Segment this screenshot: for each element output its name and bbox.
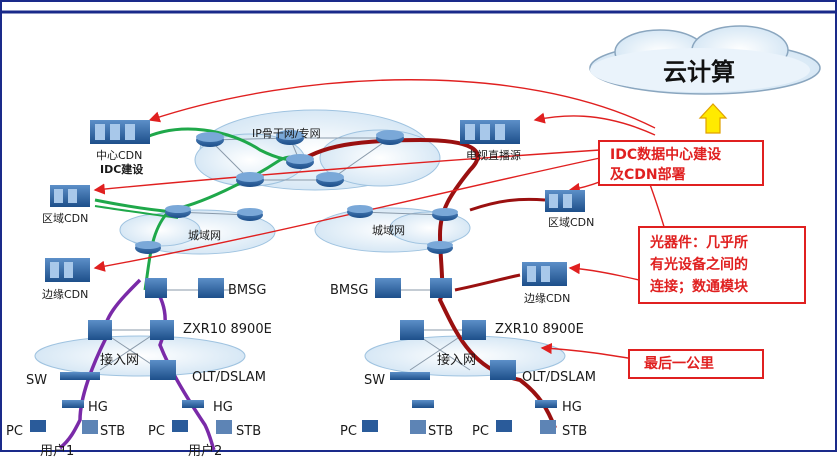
pc-left1-label: PC bbox=[6, 424, 23, 439]
server-icon-bmsg-right bbox=[375, 278, 452, 298]
pc-left2-label: PC bbox=[148, 424, 165, 439]
pc-right2-label: PC bbox=[472, 424, 489, 439]
olt-left-label: OLT/DSLAM bbox=[192, 370, 266, 385]
metro-left-label: 城域网 bbox=[188, 229, 221, 242]
callout-idc-line1: IDC数据中心建设 bbox=[610, 147, 722, 163]
region-cdn-left-label: 区域CDN bbox=[42, 212, 89, 225]
backbone-label: IP骨干网/专网 bbox=[252, 127, 321, 140]
region-cdn-right-label: 区域CDN bbox=[548, 216, 595, 229]
zxr-right-label: ZXR10 8900E bbox=[495, 322, 584, 337]
callout-lastmile: 最后一公里 bbox=[628, 349, 764, 379]
switch-icon-zxr-right bbox=[400, 320, 486, 340]
hg-icon-right bbox=[412, 400, 557, 408]
router-icon bbox=[286, 154, 314, 169]
router-icon bbox=[165, 205, 191, 218]
bmsg-left-label: BMSG bbox=[228, 283, 267, 298]
stb-icons bbox=[82, 420, 556, 434]
hg-right-label: HG bbox=[562, 400, 582, 415]
darkred-branch bbox=[469, 197, 546, 212]
router-icon bbox=[376, 130, 404, 145]
access-right-label: 接入网 bbox=[437, 353, 477, 368]
green-path-2 bbox=[94, 198, 176, 214]
switch-icon-zxr-left bbox=[88, 320, 174, 340]
server-icon-center-cdn bbox=[90, 120, 150, 144]
stb-left2-label: STB bbox=[236, 424, 262, 439]
callout-idc-line2: 及CDN部署 bbox=[610, 167, 686, 183]
server-icons bbox=[30, 120, 585, 434]
edge-cdn-right-label: 边缘CDN bbox=[524, 292, 571, 305]
router-icon bbox=[237, 208, 263, 221]
stb-left1-label: STB bbox=[100, 424, 126, 439]
up-arrow-icon bbox=[698, 103, 728, 134]
hg-left2-label: HG bbox=[213, 400, 233, 415]
green-path-3 bbox=[94, 205, 179, 219]
router-icon bbox=[432, 208, 458, 221]
router-icon bbox=[347, 205, 373, 218]
callout-idc: IDC数据中心建设 及CDN部署 bbox=[598, 140, 764, 186]
stb-right2-label: STB bbox=[562, 424, 588, 439]
server-icon-tv bbox=[460, 120, 520, 144]
hg-icon-left2 bbox=[182, 400, 204, 408]
edge-cdn-left-label: 边缘CDN bbox=[42, 288, 89, 301]
sw-icon-left bbox=[60, 372, 100, 380]
cloud-computing-cloud bbox=[589, 25, 821, 95]
olt-icon-left bbox=[150, 360, 176, 380]
backbone-cloud bbox=[194, 109, 441, 191]
cloud-computing-label: 云计算 bbox=[663, 58, 735, 86]
router-icon bbox=[196, 132, 224, 147]
sw-icon-right bbox=[390, 372, 430, 380]
purple-path-2 bbox=[148, 278, 216, 451]
green-path bbox=[139, 127, 295, 291]
olt-right-label: OLT/DSLAM bbox=[522, 370, 596, 385]
access-left-label: 接入网 bbox=[100, 353, 140, 368]
user2-label: 用户2 bbox=[188, 444, 223, 459]
bmsg-right-label: BMSG bbox=[330, 283, 369, 298]
center-cdn-label: 中心CDN bbox=[96, 149, 143, 162]
callout-optical: 光器件：几乎所 有光设备之间的 连接；数通模块 bbox=[638, 226, 806, 304]
user1-label: 用户1 bbox=[40, 444, 75, 459]
sw-left-label: SW bbox=[26, 373, 48, 388]
server-icon-bmsg-left bbox=[145, 278, 224, 298]
hg-icon-left1 bbox=[62, 400, 84, 408]
zxr-left-label: ZXR10 8900E bbox=[183, 322, 272, 337]
router-icon bbox=[276, 130, 304, 145]
server-icon-region-right bbox=[545, 190, 585, 212]
access-cloud-left bbox=[34, 335, 246, 377]
router-icon bbox=[135, 241, 161, 254]
server-icon-edge-left bbox=[45, 258, 90, 282]
stb-right1-label: STB bbox=[428, 424, 454, 439]
callout-optical-line3: 连接；数通模块 bbox=[650, 279, 748, 295]
pc-icons bbox=[30, 420, 512, 432]
idc-build-label: IDC建设 bbox=[100, 163, 144, 176]
router-icon bbox=[427, 241, 453, 254]
server-icon-region-left bbox=[50, 185, 90, 207]
router-icon bbox=[316, 172, 344, 187]
darkred-branch-2 bbox=[454, 273, 521, 292]
pc-right1-label: PC bbox=[340, 424, 357, 439]
callout-optical-line1: 光器件：几乎所 bbox=[650, 235, 748, 251]
callout-optical-line2: 有光设备之间的 bbox=[650, 257, 748, 273]
metro-right-label: 城域网 bbox=[372, 224, 405, 237]
tv-head-label: 电视直播源 bbox=[466, 149, 521, 162]
hg-left1-label: HG bbox=[88, 400, 108, 415]
sw-right-label: SW bbox=[364, 373, 386, 388]
server-icon-edge-right bbox=[522, 262, 567, 286]
olt-icon-right bbox=[490, 360, 516, 380]
router-icons bbox=[135, 130, 458, 254]
router-icon bbox=[236, 172, 264, 187]
